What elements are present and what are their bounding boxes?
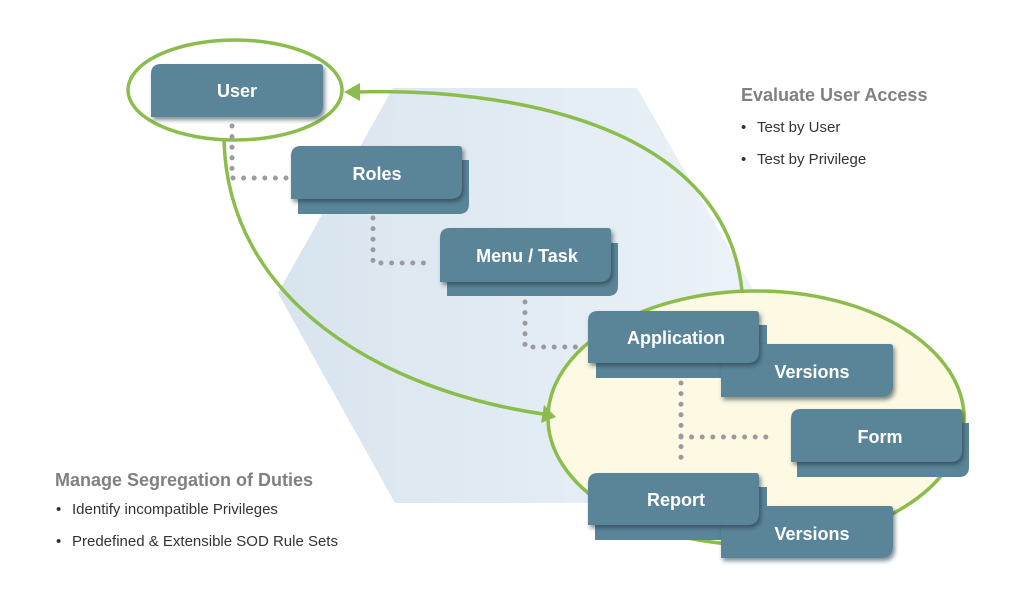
evaluate-access-item: • Test by User bbox=[741, 118, 840, 138]
node-application: Versions Application bbox=[588, 311, 893, 397]
node-user: User bbox=[151, 64, 323, 117]
node-menu-task-label: Menu / Task bbox=[476, 246, 579, 266]
evaluate-access-title: Evaluate User Access bbox=[741, 85, 928, 105]
node-form-box bbox=[791, 409, 962, 462]
node-menu-task-box bbox=[440, 228, 611, 282]
evaluate-access-item: • Test by Privilege bbox=[741, 150, 866, 170]
segregation-item-text: Predefined & Extensible SOD Rule Sets bbox=[72, 533, 338, 550]
evaluate-access-item-text: Test by User bbox=[757, 119, 841, 136]
evaluate-access-item-text: Test by Privilege bbox=[757, 151, 867, 168]
node-user-label: User bbox=[217, 81, 257, 101]
node-roles-box bbox=[291, 146, 462, 199]
node-application-versions-label: Versions bbox=[774, 362, 849, 382]
node-roles-label: Roles bbox=[352, 164, 401, 184]
node-report-versions-box bbox=[721, 506, 893, 558]
node-application-versions: Versions bbox=[721, 344, 893, 397]
segregation-item: • Identify incompatible Privileges bbox=[56, 500, 278, 520]
node-menu-task: Menu / Task bbox=[440, 228, 618, 296]
connector-user-roles bbox=[229, 123, 290, 181]
node-report-versions-label: Versions bbox=[774, 524, 849, 544]
segregation-title: Manage Segregation of Duties bbox=[55, 470, 314, 490]
node-roles: Roles bbox=[291, 146, 469, 214]
node-report-box bbox=[588, 473, 759, 525]
node-form-label: Form bbox=[858, 427, 903, 447]
bullet-icon: • bbox=[56, 533, 62, 550]
node-application-versions-box bbox=[721, 344, 893, 397]
arrowhead-right-icon bbox=[541, 405, 556, 423]
node-form: Form bbox=[791, 409, 969, 477]
segregation-item-text: Identify incompatible Privileges bbox=[72, 501, 278, 518]
node-report: Versions Report bbox=[588, 473, 893, 558]
arrow-user-to-objects bbox=[222, 139, 544, 416]
segregation-item: • Predefined & Extensible SOD Rule Sets bbox=[56, 532, 338, 552]
bullet-icon: • bbox=[56, 501, 62, 518]
bullet-icon: • bbox=[741, 119, 747, 136]
connector-roles-menu bbox=[370, 215, 433, 266]
node-user-box bbox=[151, 64, 323, 117]
node-application-label: Application bbox=[627, 328, 725, 348]
bullet-icon: • bbox=[741, 151, 747, 168]
node-report-versions: Versions bbox=[721, 506, 893, 558]
arrowhead-left-icon bbox=[344, 83, 360, 101]
arrow-objects-to-user bbox=[357, 89, 744, 292]
node-application-box bbox=[588, 311, 759, 363]
node-report-label: Report bbox=[647, 490, 705, 510]
user-scope-ellipse bbox=[126, 38, 344, 142]
